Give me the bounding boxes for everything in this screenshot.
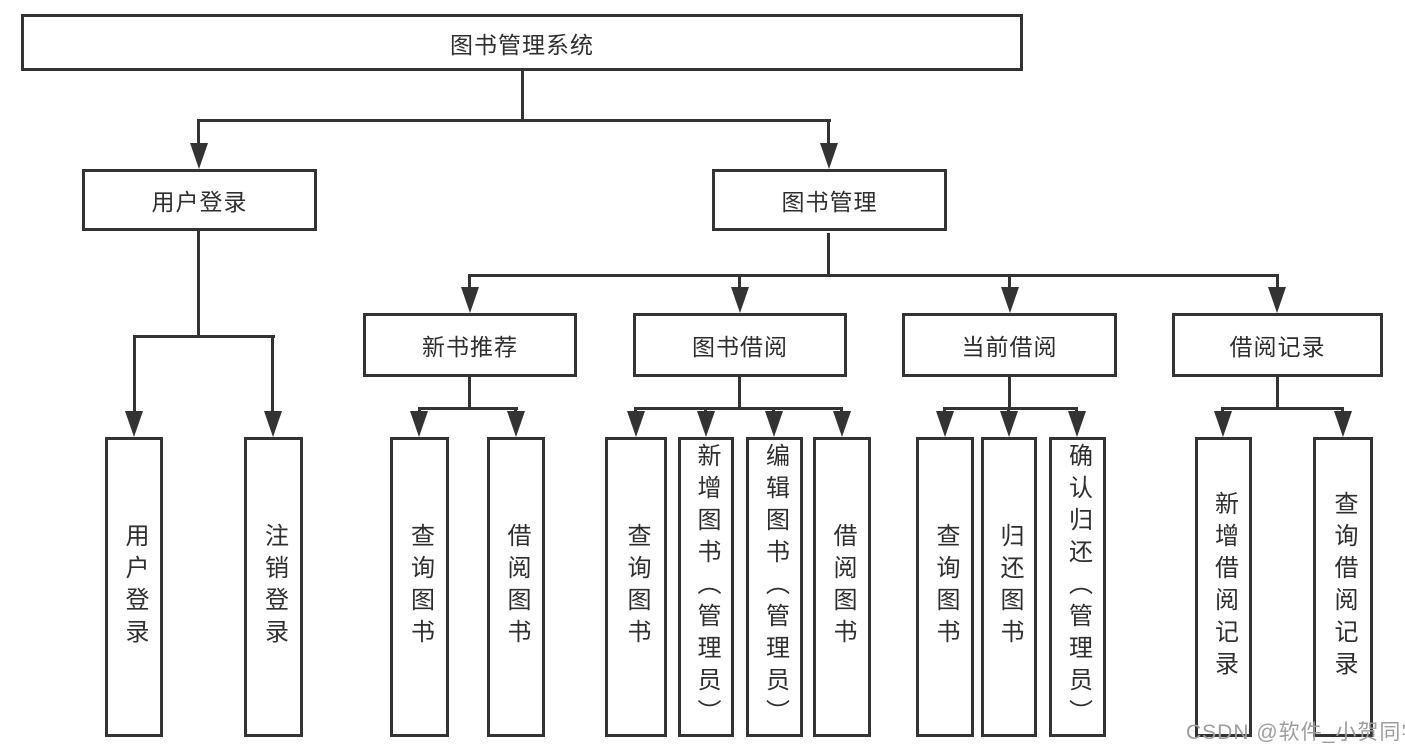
connector-h-line [418, 407, 518, 410]
connector-h-line [468, 274, 1279, 277]
leaf-query-books: 查询图书 [916, 437, 974, 737]
arrowhead-down [125, 411, 143, 437]
arrowhead-down [1214, 411, 1232, 437]
node-new-book-recommendation: 新书推荐 [363, 313, 577, 377]
arrowhead-down [1268, 287, 1286, 313]
leaf-query-books: 查询图书 [390, 437, 449, 737]
arrowhead-down [461, 287, 479, 313]
node-current-borrowing: 当前借阅 [902, 313, 1117, 377]
node-borrowing-records: 借阅记录 [1172, 313, 1383, 377]
connector-v-line [1008, 377, 1011, 409]
connector-v-line [827, 233, 830, 277]
connector-v-line [271, 335, 274, 413]
arrowhead-down [1068, 411, 1086, 437]
leaf-borrow-books: 借阅图书 [487, 437, 545, 737]
arrowhead-down [507, 411, 525, 437]
csdn-watermark: CSDN @软件_小贺同学 [1186, 721, 1405, 744]
connector-v-line [1008, 274, 1011, 290]
leaf-logout: 注销登录 [244, 437, 303, 737]
connector-v-line [521, 70, 524, 122]
leaf-borrow-books: 借阅图书 [813, 437, 871, 737]
arrowhead-down [697, 411, 715, 437]
connector-v-line [1276, 377, 1279, 409]
leaf-return-books: 归还图书 [981, 437, 1037, 737]
leaf-edit-books-admin: 编辑图书（管理员） [746, 437, 803, 737]
arrowhead-down [627, 411, 645, 437]
leaf-confirm-return-admin: 确认归还（管理员） [1049, 437, 1106, 737]
connector-v-line [468, 377, 471, 409]
connector-h-line [943, 407, 1078, 410]
leaf-add-borrow-record: 新增借阅记录 [1195, 437, 1252, 737]
arrowhead-down [1000, 411, 1018, 437]
connector-v-line [133, 335, 136, 413]
connector-v-line [738, 274, 741, 290]
leaf-query-borrow-record: 查询借阅记录 [1313, 437, 1373, 737]
arrowhead-down [410, 411, 428, 437]
arrowhead-down [833, 411, 851, 437]
connector-v-line [468, 274, 471, 290]
arrowhead-down [1001, 287, 1019, 313]
connector-h-line [634, 407, 843, 410]
connector-v-line [197, 231, 200, 337]
connector-v-line [827, 119, 830, 147]
leaf-query-books: 查询图书 [605, 437, 667, 737]
connector-v-line [738, 377, 741, 409]
connector-h-line [198, 119, 831, 122]
node-library-management-system: 图书管理系统 [21, 14, 1023, 71]
arrowhead-down [1334, 411, 1352, 437]
arrowhead-down [936, 411, 954, 437]
leaf-user-login: 用户登录 [105, 437, 163, 737]
arrowhead-down [731, 287, 749, 313]
node-book-management: 图书管理 [712, 169, 947, 231]
arrowhead-down [765, 411, 783, 437]
arrowhead-down [820, 143, 838, 169]
arrowhead-down [190, 143, 208, 169]
connector-v-line [197, 119, 200, 147]
node-book-borrowing: 图书借阅 [633, 313, 847, 377]
connector-v-line [1276, 274, 1279, 290]
node-user-login: 用户登录 [82, 169, 317, 231]
arrowhead-down [264, 411, 282, 437]
connector-h-line [1221, 407, 1344, 410]
leaf-add-books-admin: 新增图书（管理员） [678, 437, 734, 737]
connector-h-line [133, 335, 275, 338]
